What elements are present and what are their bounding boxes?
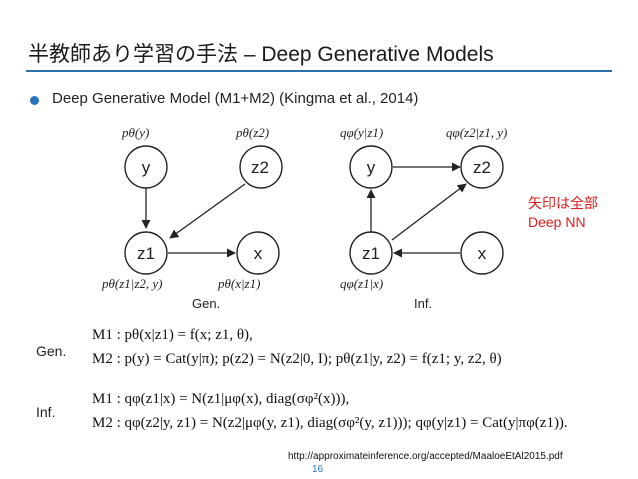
inf-node-z2 xyxy=(460,145,504,189)
inf-node-z1 xyxy=(349,231,393,275)
gen-node-x-label: x xyxy=(254,244,263,263)
gen-label-py: pθ(y) xyxy=(121,125,149,140)
inf-edge-z1-z2 xyxy=(391,183,467,241)
inf-nodes xyxy=(349,145,504,275)
inf-node-x-label: x xyxy=(478,244,487,263)
gen-node-y-label: y xyxy=(142,158,151,177)
inf-node-labels: y z2 z1 x xyxy=(362,158,491,263)
gen-node-y xyxy=(124,145,168,189)
arrow-note: 矢印は全部 Deep NN xyxy=(528,194,598,232)
inf-node-y-label: y xyxy=(367,158,376,177)
gen-node-z2-label: z2 xyxy=(251,158,269,177)
inf-node-x xyxy=(460,231,504,275)
inf-node-z1-label: z1 xyxy=(362,244,380,263)
generative-graph: y z2 z1 x pθ(y) pθ(z2) pθ(z1|z2, y) pθ(x… xyxy=(101,125,283,291)
bullet-dot xyxy=(30,96,39,105)
arrow-note-line2: Deep NN xyxy=(528,214,586,230)
title-underline xyxy=(26,70,612,72)
gen-nodes xyxy=(124,145,283,275)
inf-node-z2-label: z2 xyxy=(473,158,491,177)
gen-node-labels: y z2 z1 x xyxy=(137,158,269,263)
bullet-text: Deep Generative Model (M1+M2) (Kingma et… xyxy=(52,90,419,107)
gen-node-z1-label: z1 xyxy=(137,244,155,263)
inf-equations-label: Inf. xyxy=(36,404,56,420)
gen-node-z1 xyxy=(124,231,168,275)
inf-caption: Inf. xyxy=(414,296,433,311)
gen-node-z2 xyxy=(239,145,283,189)
gen-label-pz1: pθ(z1|z2, y) xyxy=(101,276,163,291)
gen-m1-equation: M1 : pθ(x|z1) = f(x; z1, θ), xyxy=(92,327,253,343)
gen-equations-label: Gen. xyxy=(36,343,67,359)
inf-label-qz2: qφ(z2|z1, y) xyxy=(446,125,507,140)
gen-edge-z2-z1 xyxy=(169,183,246,239)
gen-edges xyxy=(141,183,246,258)
arrow-note-line1: 矢印は全部 xyxy=(528,195,598,211)
inf-m2-equation: M2 : qφ(z2|y, z1) = N(z2|μφ(y, z1), diag… xyxy=(92,415,568,431)
inference-graph: y z2 z1 x qφ(y|z1) qφ(z2|z1, y) qφ(z1|x) xyxy=(340,125,507,291)
gen-node-x xyxy=(236,231,280,275)
inf-label-qz1: qφ(z1|x) xyxy=(340,276,383,291)
slide-title: 半教師あり学習の手法 – Deep Generative Models xyxy=(28,43,494,66)
inf-label-qy: qφ(y|z1) xyxy=(340,125,383,140)
inf-node-y xyxy=(349,145,393,189)
inf-edges xyxy=(366,162,467,258)
gen-label-px: pθ(x|z1) xyxy=(217,276,260,291)
page-number: 16 xyxy=(312,464,324,475)
gen-m2-equation: M2 : p(y) = Cat(y|π); p(z2) = N(z2|0, I)… xyxy=(92,351,502,367)
inf-m1-equation: M1 : qφ(z1|x) = N(z1|μφ(x), diag(σφ²(x))… xyxy=(92,391,350,407)
source-url: http://approximateinference.org/accepted… xyxy=(288,451,563,462)
gen-caption: Gen. xyxy=(192,296,221,311)
inf-dist-labels: qφ(y|z1) qφ(z2|z1, y) qφ(z1|x) xyxy=(340,125,507,291)
gen-dist-labels: pθ(y) pθ(z2) pθ(z1|z2, y) pθ(x|z1) xyxy=(101,125,269,291)
gen-label-pz2: pθ(z2) xyxy=(235,125,269,140)
